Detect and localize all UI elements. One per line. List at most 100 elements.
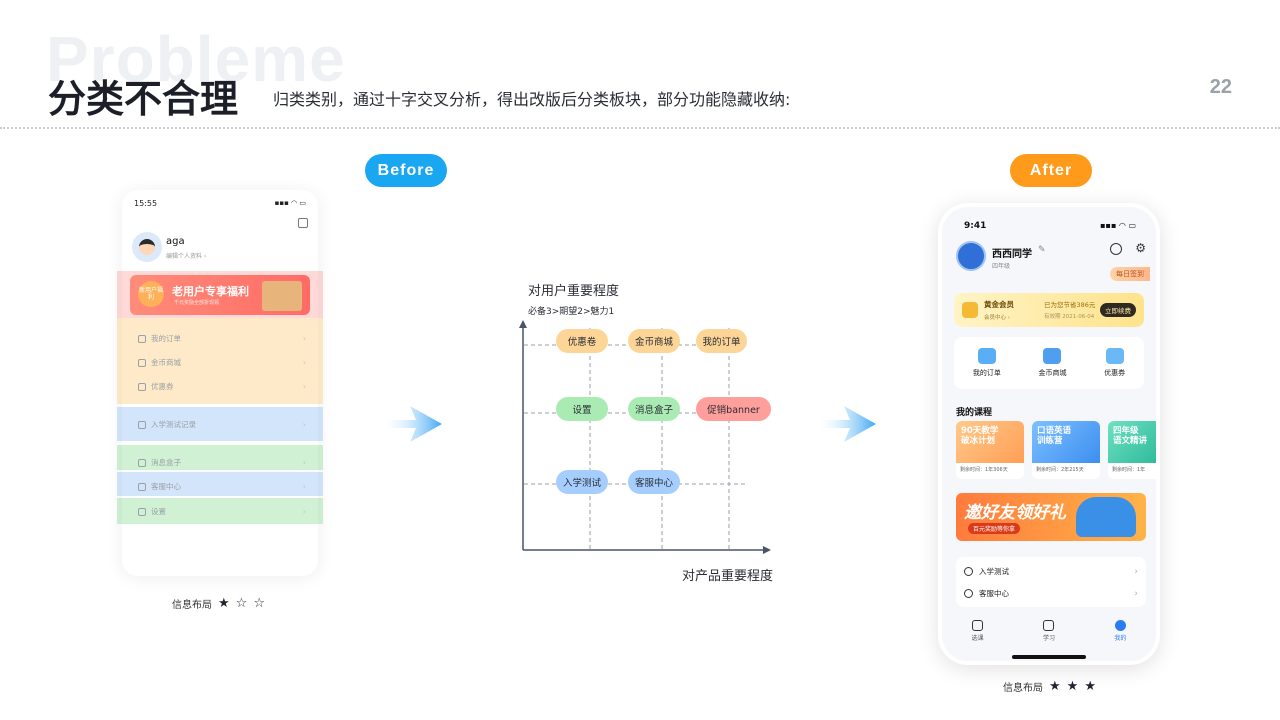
vip-card[interactable]: 黄金会员 会员中心 › 已为您节省386元 有效期 2021-06-04 立即续… [954,293,1144,327]
flask-icon [964,567,973,576]
status-time: 15:55 [134,199,158,208]
before-label: Before [365,154,447,187]
flow-arrow-icon [386,406,442,442]
rating-label: 信息布局 [172,600,212,611]
list-item-entrance-test[interactable]: 入学测试› [964,566,1138,577]
menu-item-service[interactable]: 客服中心› [138,481,306,492]
avatar-face-icon [139,239,155,255]
background-watermark: Probleme [46,23,346,95]
invite-title: 邀好友领好礼 [964,503,1066,523]
menu-item-coin-shop[interactable]: 金币商城› [138,357,306,368]
vip-title: 黄金会员 [984,300,1014,309]
user-name: aga [166,236,185,247]
chevron-right-icon: › [1134,588,1138,599]
after-label: After [1010,154,1092,187]
user-name: 西西同学 [992,249,1032,260]
vip-coin-icon [962,302,978,318]
courses-section-title: 我的课程 [956,408,993,418]
avatar[interactable] [956,241,986,271]
menu-item-orders[interactable]: 我的订单› [138,333,306,344]
banner-title: 老用户专享福利 [172,285,249,298]
bell-icon [138,458,146,467]
quick-action-coupons[interactable]: 优惠券 [1104,348,1125,378]
highlight-expected-1 [117,445,323,470]
gear-icon [138,507,146,516]
home-indicator [1012,655,1086,659]
chevron-right-icon: › [302,507,306,516]
service-icon [138,482,146,491]
edit-profile-link[interactable]: 编辑个人资料 › [166,253,207,260]
renew-button[interactable]: 立即续费 [1100,303,1136,317]
menu-item-settings[interactable]: 设置› [138,506,306,517]
tag-settings: 设置 [556,397,608,421]
promo-banner[interactable]: 新用户福利 老用户专享福利 千元奖励全部折现领 [130,275,310,315]
gear-icon[interactable]: ⚙ [1135,241,1146,255]
menu-item-test-records[interactable]: 入学测试记录› [138,419,306,430]
chevron-right-icon: › [302,458,306,467]
chevron-right-icon: › [302,382,306,391]
vip-center-link[interactable]: 会员中心 › [984,315,1010,321]
matrix-y-axis-label: 对用户重要程度 [528,284,620,299]
smile-icon [1114,620,1126,631]
star-filled-icon: ★ [1084,679,1096,694]
star-filled-icon: ★ [1049,679,1061,694]
tag-message-box: 消息盒子 [628,397,680,421]
chevron-right-icon: › [302,358,306,367]
slide-title: 分类不合理 [48,77,239,121]
star-empty-icon: ☆ [253,596,265,611]
status-icons: ▪▪▪ ◠ ▭ [1100,221,1136,230]
star-empty-icon: ☆ [235,596,248,611]
chevron-right-icon: › [1134,566,1138,577]
tag-promo-banner: 促销banner [696,397,771,421]
order-icon [138,334,146,343]
tab-courses[interactable]: 选课 [972,620,984,650]
daily-sign-in-button[interactable]: 每日签到 [1110,267,1150,281]
avatar[interactable] [132,232,162,262]
banner-badge: 新用户福利 [138,281,164,307]
scan-icon[interactable] [298,218,308,228]
after-rating: 信息布局 ★ ★ ★ [1003,679,1096,694]
course-card[interactable]: 90天教学 破冰计划 剩余时间：1年306天 [956,421,1024,479]
tag-entrance-test: 入学测试 [556,470,608,494]
quick-action-orders[interactable]: 我的订单 [973,348,1001,378]
coupon-icon [1105,348,1124,364]
message-icon[interactable] [1110,243,1122,255]
list-item-service-center[interactable]: 客服中心› [964,588,1138,599]
bottom-tab-bar: 选课 学习 我的 [942,620,1156,650]
star-filled-icon: ★ [218,596,230,611]
highlight-expected-2 [117,498,323,524]
rating-label: 信息布局 [1003,683,1043,694]
user-grade: 四年级 [992,263,1011,270]
banner-subtitle: 千元奖励全部折现领 [174,300,220,306]
quick-action-coin-shop[interactable]: 金币商城 [1038,348,1066,378]
tag-coin-shop: 金币商城 [628,329,680,353]
tag-my-order: 我的订单 [696,329,747,353]
chevron-right-icon: › [302,334,306,343]
status-icons: ▪▪▪ ◠ ▭ [274,199,306,207]
edit-pencil-icon[interactable]: ✎ [1038,245,1046,255]
before-phone-mockup: 15:55 ▪▪▪ ◠ ▭ aga 编辑个人资料 › [122,190,318,576]
invite-illustration-icon [1076,497,1136,537]
highlight-essential [117,318,323,404]
test-icon [138,420,146,429]
shop-icon [138,358,146,367]
before-rating: 信息布局 ★ ☆ ☆ [172,596,265,611]
tab-study[interactable]: 学习 [1043,620,1055,650]
gift-icon [262,281,302,311]
tag-service-center: 客服中心 [628,470,680,494]
header-divider [0,127,1280,129]
course-card[interactable]: 四年级 语文精讲 剩余时间：1年 [1108,421,1156,479]
menu-item-coupons[interactable]: 优惠券› [138,381,306,392]
menu-item-messages[interactable]: 消息盒子› [138,457,306,468]
headset-icon [964,589,973,598]
invite-banner[interactable]: 邀好友领好礼 百元奖励等你拿 [956,493,1146,541]
tab-mine[interactable]: 我的 [1114,620,1126,650]
vip-expiry: 有效期 2021-06-04 [1044,314,1095,320]
invite-subtitle: 百元奖励等你拿 [968,523,1021,534]
highlight-charm-2 [117,472,323,496]
coupon-icon [138,382,146,391]
order-icon [977,348,996,364]
course-card[interactable]: 口语英语 训练营 剩余时间：2年215天 [1032,421,1100,479]
tag-coupon: 优惠卷 [556,329,608,353]
quick-actions: 我的订单 金币商城 优惠券 [954,337,1144,389]
